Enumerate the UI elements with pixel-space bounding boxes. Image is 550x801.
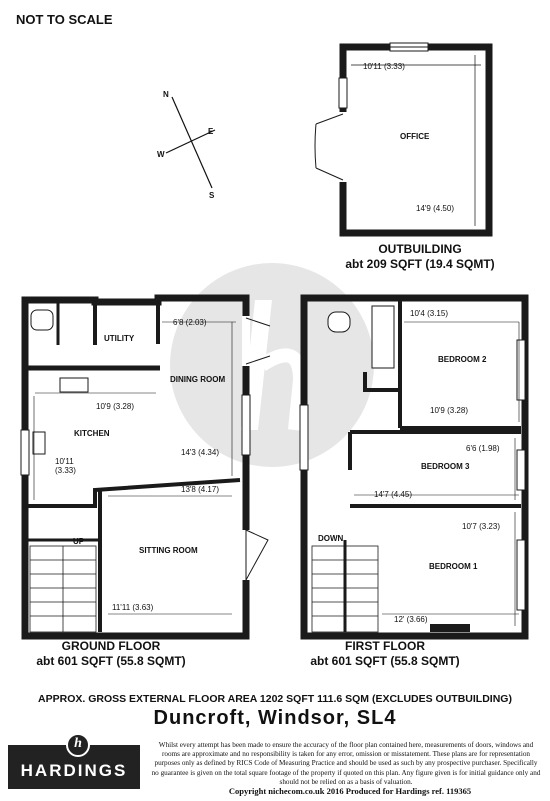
utility-label: UTILITY: [104, 334, 135, 343]
sitting-width-dim: 13'8 (4.17): [181, 485, 219, 494]
bedroom-2-label: BEDROOM 2: [438, 355, 487, 364]
sitting-depth-dim: 11'11 (3.63): [112, 603, 154, 612]
outbuilding-title: OUTBUILDING: [378, 242, 462, 256]
gross-area-summary: APPROX. GROSS EXTERNAL FLOOR AREA 1202 S…: [38, 693, 512, 705]
compass-e: E: [208, 127, 214, 136]
ground-stairs-label: UP: [73, 537, 85, 546]
first-floor-area: abt 601 SQFT (55.8 SQMT): [310, 654, 460, 668]
bed1-depth-dim: 12' (3.66): [394, 615, 428, 624]
ground-stairs: [29, 545, 97, 633]
bedroom-3-label: BEDROOM 3: [421, 462, 470, 471]
bedroom-1-label: BEDROOM 1: [429, 562, 478, 571]
first-stairs: [311, 545, 379, 633]
footer-credits: Copyright nichecom.co.uk 2016 Produced f…: [228, 786, 472, 796]
property-address: Duncroft, Windsor, SL4: [153, 707, 397, 729]
compass-n: N: [163, 90, 169, 99]
office-width-dim: 10'11 (3.33): [363, 62, 405, 71]
logo-mark: h: [66, 733, 90, 757]
first-floor-title: FIRST FLOOR: [345, 639, 425, 653]
first-floor-plan: DOWN BEDROOM 2 BEDROOM 3 BEDROOM 1 10'4 …: [299, 294, 529, 640]
bed1-width-dim: 10'7 (3.23): [462, 522, 500, 531]
office-label: OFFICE: [400, 132, 430, 141]
ground-floor-area: abt 601 SQFT (55.8 SQMT): [36, 654, 186, 668]
compass-s: S: [209, 191, 215, 200]
kitchen-depth-dim: 10'11(3.33): [55, 457, 76, 475]
kitchen-width-dim: 10'9 (3.28): [96, 402, 134, 411]
office-depth-dim: 14'9 (4.50): [416, 204, 454, 213]
first-floor-caption: FIRST FLOOR abt 601 SQFT (55.8 SQMT): [300, 639, 470, 669]
bed2-width-dim: 10'4 (3.15): [410, 309, 448, 318]
disclaimer-text: Whilst every attempt has been made to en…: [151, 741, 541, 786]
sitting-room-label: SITTING ROOM: [139, 546, 198, 555]
logo-mark-letter: h: [74, 736, 82, 751]
outbuilding-area: abt 209 SQFT (19.4 SQMT): [345, 257, 495, 271]
ground-floor-plan: UP UTILITY DINING ROOM KITCHEN SITTING R…: [20, 294, 271, 640]
scale-note: NOT TO SCALE: [16, 12, 113, 27]
outbuilding-caption: OUTBUILDING abt 209 SQFT (19.4 SQMT): [330, 242, 510, 272]
compass-w: W: [157, 150, 165, 159]
hardings-logo: h HARDINGS: [8, 733, 140, 789]
kitchen-label: KITCHEN: [74, 429, 110, 438]
bed3-width-dim: 6'6 (1.98): [466, 444, 500, 453]
dining-room-label: DINING ROOM: [170, 375, 225, 384]
logo-text: HARDINGS: [20, 761, 128, 780]
first-stairs-label: DOWN: [318, 534, 344, 543]
watermark: [170, 263, 374, 467]
outbuilding-plan: 10'11 (3.33) 14'9 (4.50) OFFICE: [314, 42, 493, 237]
bed3-depth-dim: 14'7 (4.45): [374, 490, 412, 499]
dining-depth-dim: 14'3 (4.34): [181, 448, 219, 457]
dining-width-dim: 6'8 (2.03): [173, 318, 207, 327]
ground-floor-caption: GROUND FLOOR abt 601 SQFT (55.8 SQMT): [16, 639, 206, 669]
bed2-depth-dim: 10'9 (3.28): [430, 406, 468, 415]
ground-floor-title: GROUND FLOOR: [61, 639, 161, 653]
compass: N E S W: [157, 90, 216, 200]
